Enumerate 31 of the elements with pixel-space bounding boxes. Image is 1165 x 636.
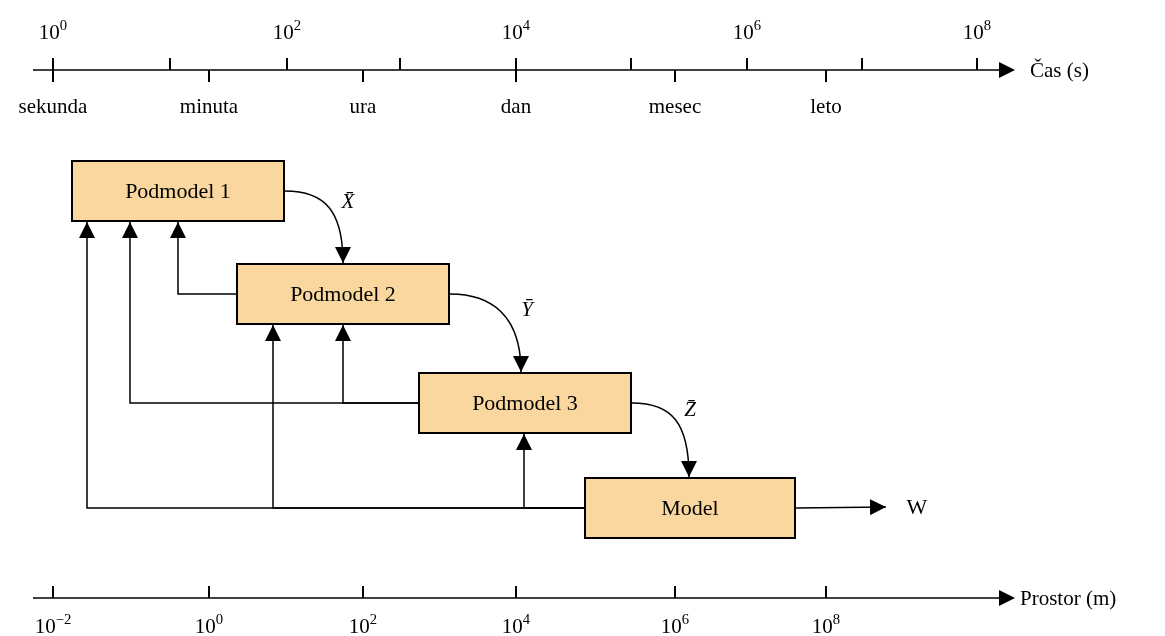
arrow bbox=[170, 221, 237, 295]
arrow bbox=[516, 433, 585, 509]
arrow bbox=[631, 402, 697, 478]
process-box: Podmodel 3 bbox=[418, 372, 632, 434]
tick-label: 10$^{2}$ bbox=[348, 615, 378, 636]
process-box: Podmodel 2 bbox=[236, 263, 450, 325]
time-unit-label: mesec bbox=[648, 95, 702, 117]
tick-label: 10$^{−2}$ bbox=[34, 615, 72, 636]
time-unit-label: leto bbox=[810, 95, 842, 117]
tick-label: 10$^{0}$ bbox=[38, 21, 68, 43]
arrow bbox=[449, 293, 529, 373]
output-label: W bbox=[900, 490, 934, 524]
arrow bbox=[795, 499, 887, 516]
tick-label: 10$^{2}$ bbox=[272, 21, 302, 43]
time-unit-label: sekunda bbox=[18, 95, 88, 117]
arrow bbox=[284, 190, 351, 264]
time-unit-label: minuta bbox=[179, 95, 239, 117]
arrow bbox=[335, 324, 419, 404]
time-unit-label: ura bbox=[349, 95, 377, 117]
tick-label: 10$^{4}$ bbox=[501, 615, 531, 636]
tick-label: 10$^{4}$ bbox=[501, 21, 531, 43]
axis-title: Prostor (m) bbox=[1020, 587, 1117, 609]
process-box: Podmodel 1 bbox=[71, 160, 285, 222]
process-box: Model bbox=[584, 477, 796, 539]
tick-label: 10$^{8}$ bbox=[962, 21, 992, 43]
tick-label: 10$^{6}$ bbox=[660, 615, 690, 636]
time-unit-label: dan bbox=[500, 95, 532, 117]
axis-title: Čas (s) bbox=[1030, 59, 1089, 81]
tick-label: 10$^{0}$ bbox=[194, 615, 224, 636]
tick-label: 10$^{8}$ bbox=[811, 615, 841, 636]
tick-label: 10$^{6}$ bbox=[732, 21, 762, 43]
